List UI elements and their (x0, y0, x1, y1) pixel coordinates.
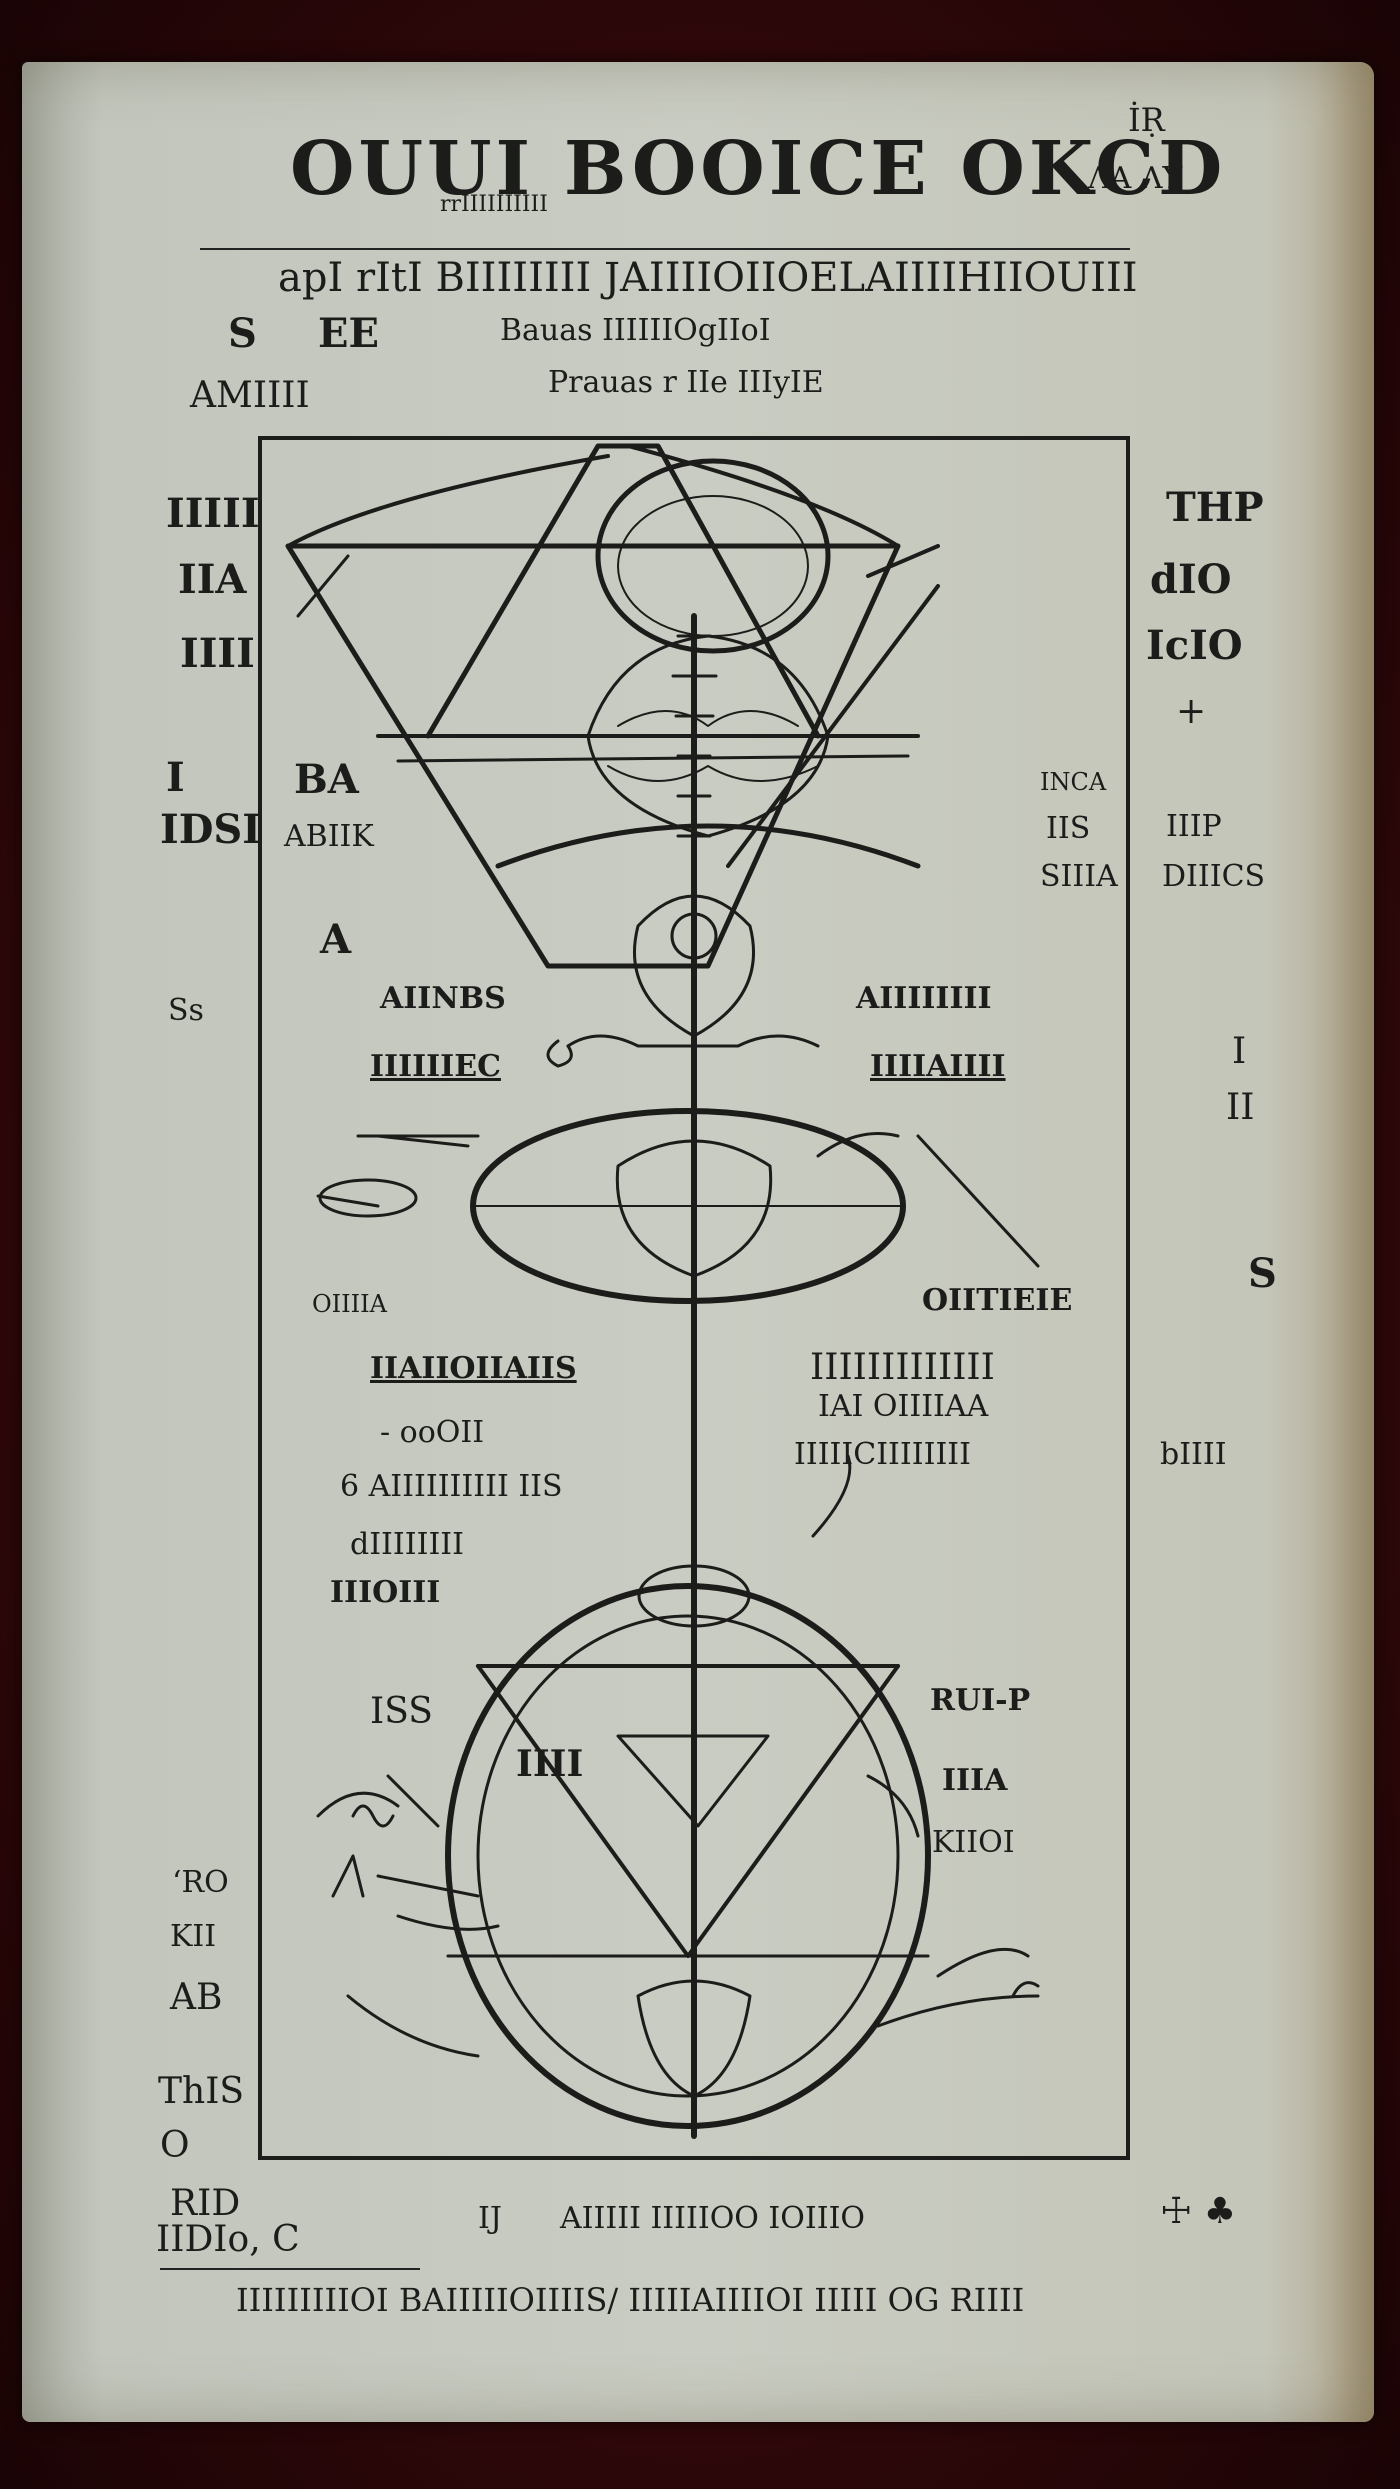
diagram-label-b1: AIINBS (380, 981, 506, 1016)
footer-line-left-mark: IJ (478, 2201, 502, 2236)
title-mark: ɅA ɅY (1088, 161, 1183, 196)
center-note-2: Prauas r IIe IIIyIE (548, 365, 824, 400)
margin-left-4: I (166, 754, 185, 801)
diagram-label-a5: SIIIA (1040, 859, 1118, 894)
margin-left-13: RID (170, 2183, 241, 2224)
diagram-label-f5: KIIOI (932, 1825, 1015, 1860)
manuscript-page (22, 62, 1374, 2422)
page-edge-shadow (1314, 62, 1374, 2422)
diagram-label-d4: IIIIICIIIIIIII (794, 1437, 972, 1472)
margin-right-8: II (1226, 1087, 1255, 1128)
diagram-label-d1: IIAIIOIIAIIS (370, 1351, 577, 1386)
diagram-label-b2: AIIIIIIII (856, 981, 992, 1016)
left-note-a: S (228, 310, 257, 357)
margin-left-10: AB (170, 1977, 223, 2018)
diagram-frame (258, 436, 1130, 2160)
footer-line-2: IIIIIIIIIOI BAIIIIIOIIIIS/ IIIIIAIIIIOI … (236, 2281, 1025, 2319)
diagram-label-f3: RUI-P (930, 1683, 1031, 1718)
margin-left-5: IDSI (160, 806, 261, 853)
footer-line-1: AIIIII IIIIIOO IOIIIO (560, 2201, 866, 2236)
margin-left-3: IIII (180, 630, 255, 677)
margin-right-9: S (1248, 1250, 1277, 1297)
left-note-b: EE (318, 310, 379, 357)
diagram-label-f2: IIII (516, 1743, 584, 1785)
margin-left-7: Ss (168, 993, 204, 1028)
margin-right-4: + (1176, 691, 1207, 732)
diagram-label-a3: INCA (1040, 768, 1107, 796)
diagram-label-c2: OIITIEIE (922, 1283, 1073, 1318)
margin-right-3: IcIO (1146, 622, 1243, 669)
center-note-1: Bauas IIIIIIOgIIoI (500, 313, 771, 348)
diagram-label-d3: IAI OIIIIAA (818, 1389, 989, 1424)
anatomical-diagram (285, 443, 1040, 2139)
margin-left-14: IIDIo, C (156, 2219, 300, 2260)
margin-right-1: THP (1166, 484, 1264, 531)
header-rule (200, 248, 1130, 250)
margin-left-2: IIA (178, 556, 247, 603)
page-subtitle: rrIIIIIIIIII (440, 192, 548, 217)
margin-left-8: ʻRO (172, 1865, 229, 1900)
diagram-label-f1: ISS (370, 1691, 433, 1732)
margin-left-9: KII (170, 1919, 217, 1954)
margin-left-6: A (320, 916, 352, 963)
page-title: OUUI BOOICE OKCD (290, 126, 1227, 212)
footer-line-right-mark: ☩ ♣ (1160, 2191, 1236, 2232)
margin-right-2: dIO (1150, 556, 1232, 603)
diagram-label-a1: BA (294, 756, 359, 803)
diagram-label-a4: IIS (1046, 811, 1091, 846)
margin-right-6: DIIICS (1162, 859, 1266, 894)
diagram-label-e3: dIIIIIIII (350, 1527, 465, 1562)
diagram-label-a2: ABIIK (284, 819, 374, 854)
margin-left-1: IIIII (166, 490, 260, 537)
diagram-label-c1: OIIIIA (312, 1290, 387, 1318)
diagram-label-e1: - ooOII (380, 1415, 485, 1450)
diagram-label-d2: IIIIIIIIIIIII (810, 1347, 995, 1388)
title-superscript: İṚ (1128, 101, 1165, 139)
diagram-label-b4: IIIIAIIII (870, 1049, 1006, 1084)
diagram-label-e2: 6 AIIIIIIIIII IIS (340, 1469, 563, 1504)
margin-right-5: IIIP (1166, 809, 1222, 844)
footer-rule (160, 2268, 420, 2270)
left-note-c: AMIIII (190, 375, 310, 416)
running-line: apI rItI BIIIIIIII JAIIIIOIIOELAIIIIHIIO… (278, 255, 1138, 301)
margin-right-10: bIIII (1160, 1437, 1227, 1472)
margin-left-11: ThIS (158, 2071, 245, 2112)
diagram-label-b3: IIIIIIEC (370, 1049, 501, 1084)
diagram-label-f4: IIIA (942, 1763, 1008, 1798)
margin-left-12: O (160, 2125, 190, 2166)
diagram-label-e4: IIIOIII (330, 1575, 441, 1610)
margin-right-7: I (1232, 1031, 1247, 1072)
